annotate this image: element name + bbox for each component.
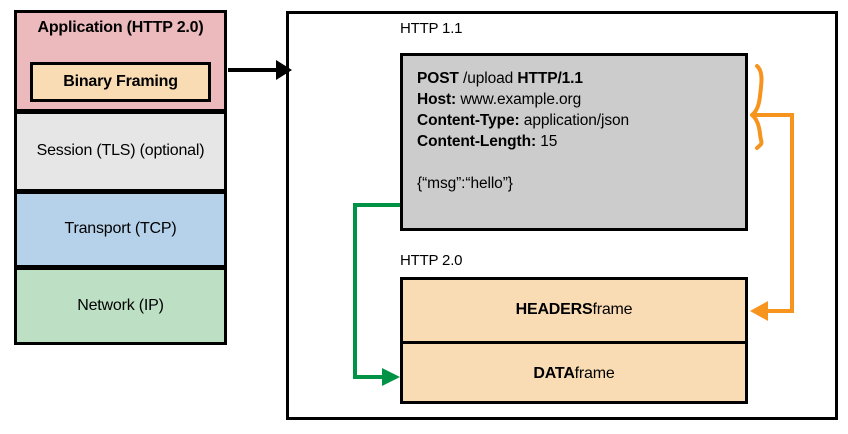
http11-message-box: POST /upload HTTP/1.1 Host: www.example.… bbox=[400, 53, 748, 231]
http11-header-content-type-key: Content-Type: bbox=[417, 112, 520, 129]
http20-frames-box: HEADERS frame DATA frame bbox=[400, 277, 748, 404]
http11-request-line: POST /upload HTTP/1.1 bbox=[417, 68, 745, 89]
stack-layer-session: Session (TLS) (optional) bbox=[14, 111, 227, 192]
stack-layer-session-label: Session (TLS) (optional) bbox=[36, 142, 205, 160]
http11-header-content-length-key: Content-Length: bbox=[417, 133, 537, 150]
http20-data-frame-name: DATA bbox=[533, 364, 575, 382]
http20-caption: HTTP 2.0 bbox=[400, 252, 463, 269]
stack-layer-transport: Transport (TCP) bbox=[14, 191, 227, 268]
http11-version: HTTP/1.1 bbox=[517, 70, 583, 87]
stack-layer-network: Network (IP) bbox=[14, 267, 227, 345]
http11-caption: HTTP 1.1 bbox=[400, 20, 463, 37]
stack-layer-application-label: Application (HTTP 2.0) bbox=[37, 19, 204, 36]
http11-header-content-length: Content-Length: 15 bbox=[417, 131, 745, 152]
stack-inner-box-binary-framing: Binary Framing bbox=[30, 62, 211, 102]
stack-layer-network-label: Network (IP) bbox=[77, 296, 164, 314]
http20-headers-frame-suffix: frame bbox=[592, 301, 633, 319]
http11-header-content-length-value: 15 bbox=[536, 133, 558, 150]
http20-headers-frame: HEADERS frame bbox=[403, 280, 745, 344]
http20-data-frame-suffix: frame bbox=[574, 364, 615, 382]
http11-message-body: {“msg”:“hello”} bbox=[417, 175, 513, 192]
http11-header-content-type-value: application/json bbox=[519, 112, 630, 129]
binary-framing-label: Binary Framing bbox=[63, 72, 178, 90]
http11-header-host: Host: www.example.org bbox=[417, 89, 745, 110]
stack-layer-transport-label: Transport (TCP) bbox=[64, 220, 177, 238]
http11-method: POST bbox=[417, 70, 459, 87]
http20-headers-frame-name: HEADERS bbox=[515, 301, 593, 319]
http11-header-host-value: www.example.org bbox=[456, 91, 582, 108]
http20-data-frame: DATA frame bbox=[403, 344, 745, 405]
http11-header-content-type: Content-Type: application/json bbox=[417, 110, 745, 131]
http11-header-host-key: Host: bbox=[417, 91, 457, 108]
arrow-stack-to-panel bbox=[228, 60, 292, 80]
http11-path: /upload bbox=[458, 70, 518, 87]
